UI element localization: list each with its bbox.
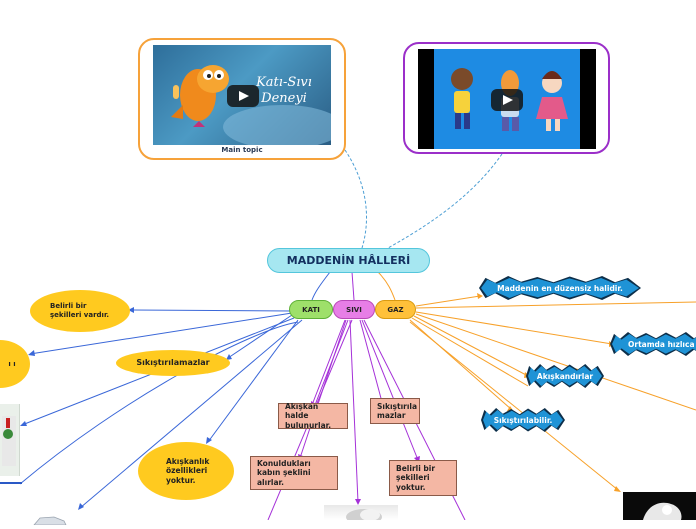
video-card-cartoon[interactable] <box>403 42 610 154</box>
sivi-belirli-sekil-yok-label: Belirli bir şekilleri yoktur. <box>396 463 436 492</box>
gaz-hizlica-label: Ortamda hızlıca <box>628 339 695 349</box>
gaz-image-bottom <box>623 492 696 520</box>
video-card-kati-sivi[interactable]: Katı-Sıvı Deneyi Main topic <box>138 38 346 160</box>
sivi-image-bottom <box>324 505 398 525</box>
kati-akiskanlik-node[interactable]: Akışkanlık özellikleri yoktur. <box>138 442 234 500</box>
gaz-akiskandirlar-label: Akışkandırlar <box>536 371 594 381</box>
gaz-akiskandirlar-node[interactable]: Akışkandırlar <box>528 366 602 386</box>
video-thumbnail[interactable]: Katı-Sıvı Deneyi <box>153 45 331 145</box>
kati-partial-label: ı ı <box>8 359 16 368</box>
play-icon[interactable] <box>491 89 523 111</box>
sivi-kabin-sekli-label: Konuldukları kabın şeklini alırlar. <box>257 458 311 487</box>
gaz-sikistirilabilir-label: Sıkıştırılabilir. <box>493 415 553 425</box>
sivi-sikistirilamazlar-label: Sıkıştırıla mazlar <box>377 401 418 420</box>
video-caption: Main topic <box>221 146 263 154</box>
video-thumbnail-cartoon[interactable] <box>418 49 596 149</box>
branch-kati-label: KATI <box>302 305 320 314</box>
gaz-duzensiz-label: Maddenin en düzensiz halidir. <box>497 283 623 293</box>
kati-image-bottom <box>32 510 68 526</box>
branch-gaz-label: GAZ <box>387 305 404 314</box>
root-topic[interactable]: MADDENİN HÂLLERİ <box>267 248 430 273</box>
branch-sivi[interactable]: SIVI <box>333 300 375 319</box>
fish-character-illustration <box>171 65 331 145</box>
root-topic-label: MADDENİN HÂLLERİ <box>286 254 411 267</box>
gaz-sikistirilabilir-node[interactable]: Sıkıştırılabilir. <box>483 410 563 430</box>
sivi-akiskan-node[interactable]: Akışkan halde bulunurlar. <box>278 401 348 430</box>
gaz-hizlica-node[interactable]: Ortamda hızlıca <box>612 334 696 354</box>
branch-kati[interactable]: KATI <box>289 300 333 319</box>
sivi-akiskan-label: Akışkan halde bulunurlar. <box>285 401 332 430</box>
branch-sivi-label: SIVI <box>346 305 362 314</box>
kati-sikistirilamazlar-label: Sıkıştırılamazlar <box>136 358 210 367</box>
branch-gaz[interactable]: GAZ <box>375 300 416 319</box>
video-thumbnail-title: Katı-Sıvı Deneyi <box>256 75 312 107</box>
play-icon[interactable] <box>227 85 259 107</box>
kati-belirli-sekil-node[interactable]: Belirli bir şekilleri vardır. <box>30 290 130 332</box>
kati-akiskanlik-label: Akışkanlık özellikleri yoktur. <box>166 456 210 485</box>
gaz-duzensiz-node[interactable]: Maddenin en düzensiz halidir. <box>481 278 639 298</box>
kati-sikistirilamazlar-node[interactable]: Sıkıştırılamazlar <box>116 350 230 376</box>
kati-belirli-sekil-label: Belirli bir şekilleri vardır. <box>50 302 110 319</box>
sivi-sikistirilamazlar-node[interactable]: Sıkıştırıla mazlar <box>370 398 420 424</box>
kati-underline <box>0 482 22 484</box>
kati-image-left <box>0 404 20 476</box>
sivi-belirli-sekil-yok-node[interactable]: Belirli bir şekilleri yoktur. <box>389 460 457 496</box>
sivi-kabin-sekli-node[interactable]: Konuldukları kabın şeklini alırlar. <box>250 456 338 490</box>
